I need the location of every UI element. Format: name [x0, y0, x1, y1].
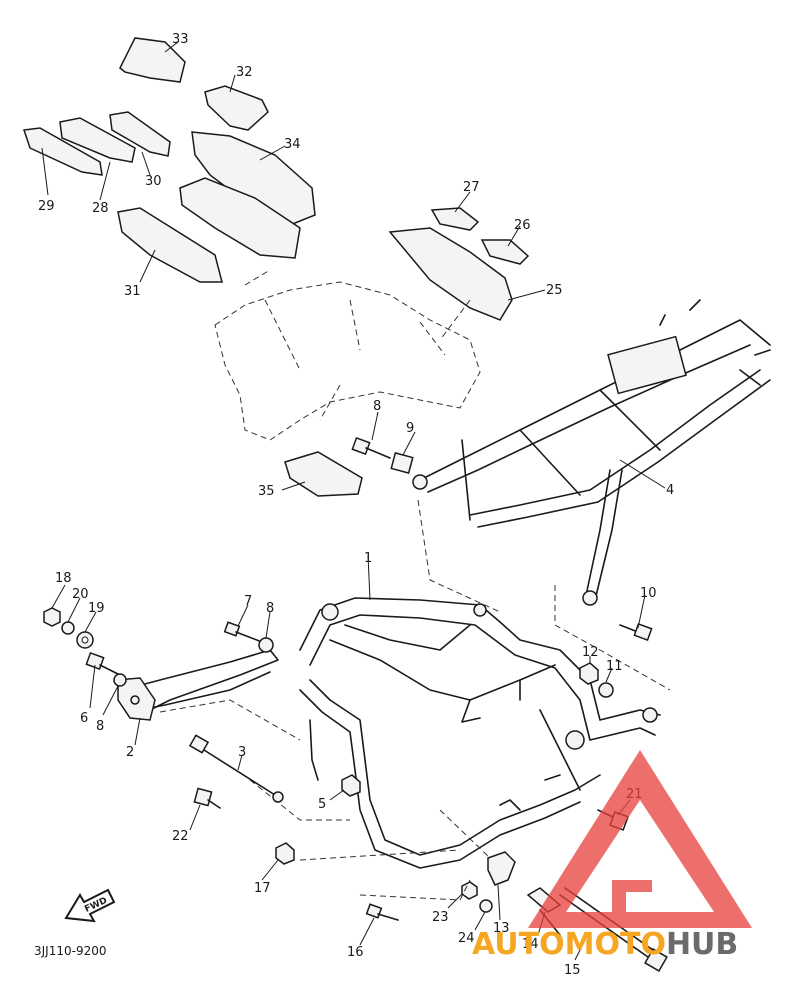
watermark-moto: MOTO	[565, 927, 666, 962]
bolt-23	[193, 787, 221, 809]
callout-10: 9	[406, 421, 414, 436]
callout-25: 24	[458, 931, 475, 946]
cover-plates-group	[22, 37, 316, 283]
callout-30: 29	[38, 199, 55, 214]
part-30-plate	[22, 127, 103, 176]
callout-14: 13	[493, 921, 510, 936]
nut-18	[275, 842, 295, 865]
washer-25	[479, 899, 493, 913]
engine-outline	[214, 269, 481, 441]
callout-3: 3	[238, 745, 246, 760]
callout-13: 12	[582, 645, 599, 660]
part-27-strip	[480, 239, 530, 265]
callout-2: 2	[126, 745, 134, 760]
part-32-plate	[117, 207, 223, 283]
callout-29: 28	[92, 201, 109, 216]
long-bolt-3	[188, 734, 284, 803]
rear-subframe	[412, 299, 771, 606]
callout-23: 22	[172, 829, 189, 844]
callout-5: 6	[80, 711, 88, 726]
callout-4: 4	[666, 483, 674, 498]
callout-9: 8	[373, 399, 381, 414]
part-36-pad	[284, 451, 363, 497]
callout-1: 1	[364, 551, 372, 566]
callout-16: 15	[564, 963, 581, 978]
main-frame	[299, 597, 661, 869]
bracket-14	[487, 851, 516, 886]
callout-6: 5	[318, 797, 326, 812]
small-hardware-left	[43, 607, 127, 687]
fwd-arrow-icon: FWD	[64, 888, 116, 923]
watermark-auto: AUTO	[472, 927, 565, 962]
watermark-hub: HUB	[666, 927, 738, 962]
bolt-9-collar-10	[351, 437, 414, 474]
callout-28: 27	[463, 180, 480, 195]
callout-8-upper: 8	[266, 601, 274, 616]
part-35-plate	[191, 131, 316, 226]
bolt-7-washer-8	[223, 621, 274, 653]
bracket-26-group	[388, 207, 530, 341]
callout-21: 20	[72, 587, 89, 602]
callout-33: 32	[236, 65, 253, 80]
watermark-logo	[528, 750, 752, 928]
callout-15: 14	[522, 937, 539, 952]
bolt-17	[365, 903, 399, 921]
callout-7: 7	[244, 594, 252, 609]
nut-13	[579, 662, 599, 685]
callout-numbers: 33 32 34 29 28 30 31 27 26 25 8 9 4 35 1…	[38, 32, 674, 978]
part-33-plate	[204, 85, 269, 131]
collar-12	[598, 682, 614, 698]
part-28-strip	[430, 207, 480, 231]
callout-34: 33	[172, 32, 189, 47]
callout-18: 17	[254, 881, 271, 896]
callout-11: 10	[640, 586, 657, 601]
watermark-triangle-icon	[528, 750, 752, 928]
callout-27: 26	[514, 218, 531, 233]
engine-mount-2	[117, 649, 279, 721]
nut-6	[341, 774, 361, 797]
callout-26: 25	[546, 283, 563, 298]
callout-12: 11	[606, 659, 623, 674]
callout-24: 23	[432, 910, 449, 925]
callout-35: 34	[284, 137, 301, 152]
part-29-plate	[59, 117, 136, 163]
part-35-lower	[179, 177, 301, 259]
bolt-11	[619, 623, 653, 641]
drawing-code: 3JJ110-9200	[34, 944, 107, 958]
callout-leaders	[41, 41, 666, 961]
callout-20: 19	[88, 601, 105, 616]
callout-36: 35	[258, 484, 275, 499]
callout-8-lower-label: 8	[96, 719, 104, 734]
callout-32: 31	[124, 284, 141, 299]
callout-31: 30	[145, 174, 162, 189]
part-31-plate	[109, 111, 171, 157]
callout-17: 16	[347, 945, 364, 960]
watermark-text: AUTOMOTOHUB	[472, 927, 738, 962]
callout-19: 18	[55, 571, 72, 586]
